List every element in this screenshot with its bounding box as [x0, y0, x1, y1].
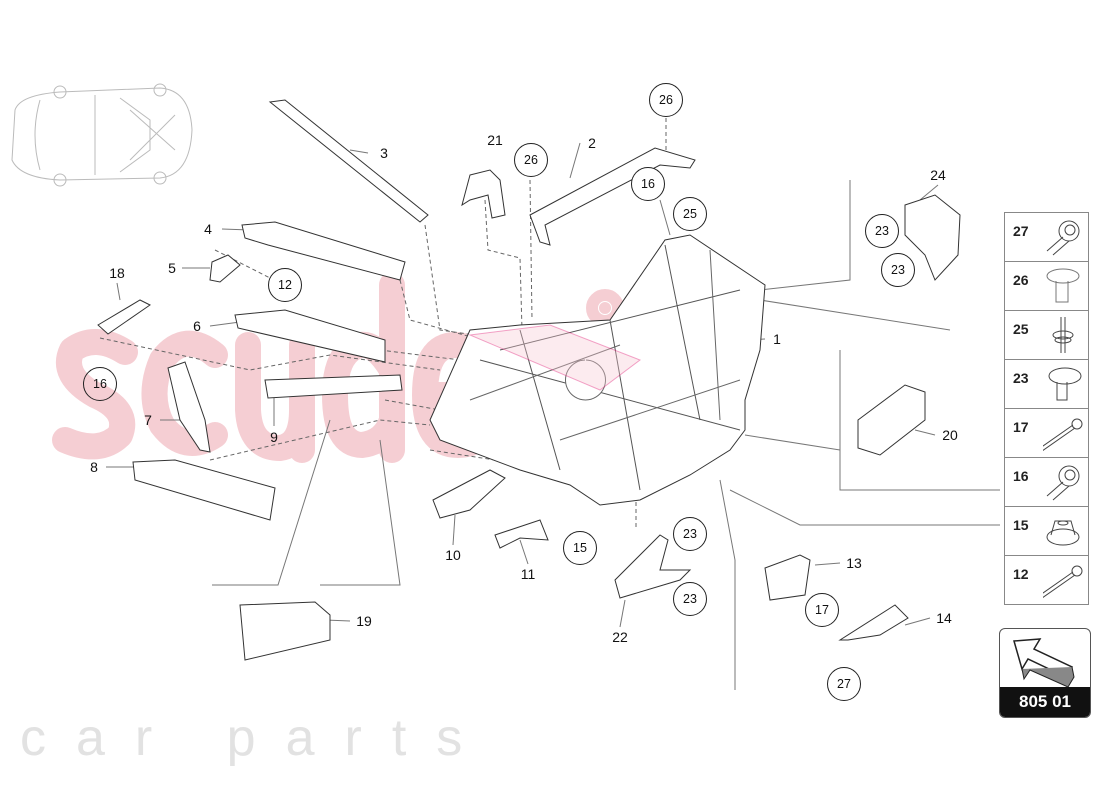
round-head-bolt-icon [1043, 565, 1083, 599]
part-14 [838, 604, 909, 641]
part-label-22: 22 [612, 629, 628, 645]
stud-with-washer-icon [1052, 317, 1074, 353]
rivet-icon [1046, 268, 1080, 303]
part-label-10: 10 [445, 547, 461, 563]
part-21 [461, 169, 506, 219]
callout-15: 15 [563, 531, 597, 565]
callout-12: 12 [268, 268, 302, 302]
leader-lines [106, 142, 1000, 690]
part-24 [904, 194, 961, 281]
part-label-13: 13 [846, 555, 862, 571]
part-label-7: 7 [144, 412, 152, 428]
legend-number: 25 [1013, 321, 1029, 337]
part-label-5: 5 [168, 260, 176, 276]
arrow-up-left-icon [1013, 638, 1075, 687]
callout-25: 25 [673, 197, 707, 231]
part-7 [167, 361, 211, 453]
part-3 [268, 99, 429, 223]
callout-16: 16 [631, 167, 665, 201]
part-8 [132, 459, 276, 521]
part-18 [97, 299, 151, 335]
callout-23: 23 [881, 253, 915, 287]
parts [97, 99, 961, 661]
callout-23: 23 [865, 214, 899, 248]
part-label-4: 4 [204, 221, 212, 237]
callout-23: 23 [673, 517, 707, 551]
part-label-18: 18 [109, 265, 125, 281]
callout-26: 26 [649, 83, 683, 117]
legend-row: 17 [1005, 409, 1088, 458]
legend-row: 16 [1005, 458, 1088, 507]
car-thumbnail [11, 83, 193, 187]
part-22 [614, 534, 692, 599]
fastener-legend: 27 26 25 23 17 16 15 12 [1004, 212, 1089, 605]
pan-head-screw-icon [1048, 367, 1082, 401]
part-label-9: 9 [270, 429, 278, 445]
part-9 [264, 374, 403, 399]
legend-row: 26 [1005, 262, 1088, 311]
page-reference-button[interactable]: 805 01 [999, 628, 1091, 718]
legend-row: 25 [1005, 311, 1088, 360]
legend-number: 27 [1013, 223, 1029, 239]
part-label-6: 6 [193, 318, 201, 334]
part-2 [529, 147, 696, 246]
legend-number: 16 [1013, 468, 1029, 484]
part-19 [239, 601, 331, 661]
legend-number: 12 [1013, 566, 1029, 582]
part-11 [494, 519, 549, 549]
callout-27: 27 [827, 667, 861, 701]
legend-row: 15 [1005, 507, 1088, 556]
callout-23: 23 [673, 582, 707, 616]
part-label-3: 3 [380, 145, 388, 161]
flanged-torx-bolt-icon [1046, 220, 1080, 256]
part-label-24: 24 [930, 167, 946, 183]
part-label-14: 14 [936, 610, 952, 626]
part-label-20: 20 [942, 427, 958, 443]
part-10 [432, 469, 506, 519]
part-label-8: 8 [90, 459, 98, 475]
part-6 [234, 309, 386, 363]
part-label-1: 1 [773, 331, 781, 347]
part-4 [241, 221, 406, 281]
part-label-11: 11 [520, 566, 536, 582]
page-reference-label: 805 01 [1000, 687, 1090, 717]
legend-row: 23 [1005, 360, 1088, 409]
legend-row: 12 [1005, 556, 1088, 604]
callout-16: 16 [83, 367, 117, 401]
part-label-21: 21 [487, 132, 503, 148]
part-20 [857, 384, 926, 456]
part-13 [764, 554, 811, 601]
callout-26: 26 [514, 143, 548, 177]
part-label-19: 19 [356, 613, 372, 629]
legend-row: 27 [1005, 213, 1088, 262]
flange-nut-icon [1046, 520, 1080, 546]
long-bolt-icon [1043, 418, 1083, 452]
callout-17: 17 [805, 593, 839, 627]
part-1-front-frame [429, 234, 766, 506]
legend-number: 26 [1013, 272, 1029, 288]
part-5 [209, 254, 241, 283]
watermark-tagline: car parts [20, 709, 493, 767]
legend-number: 15 [1013, 517, 1029, 533]
part-label-2: 2 [588, 135, 596, 151]
legend-number: 17 [1013, 419, 1029, 435]
legend-number: 23 [1013, 370, 1029, 386]
flanged-bolt-icon [1046, 465, 1080, 501]
